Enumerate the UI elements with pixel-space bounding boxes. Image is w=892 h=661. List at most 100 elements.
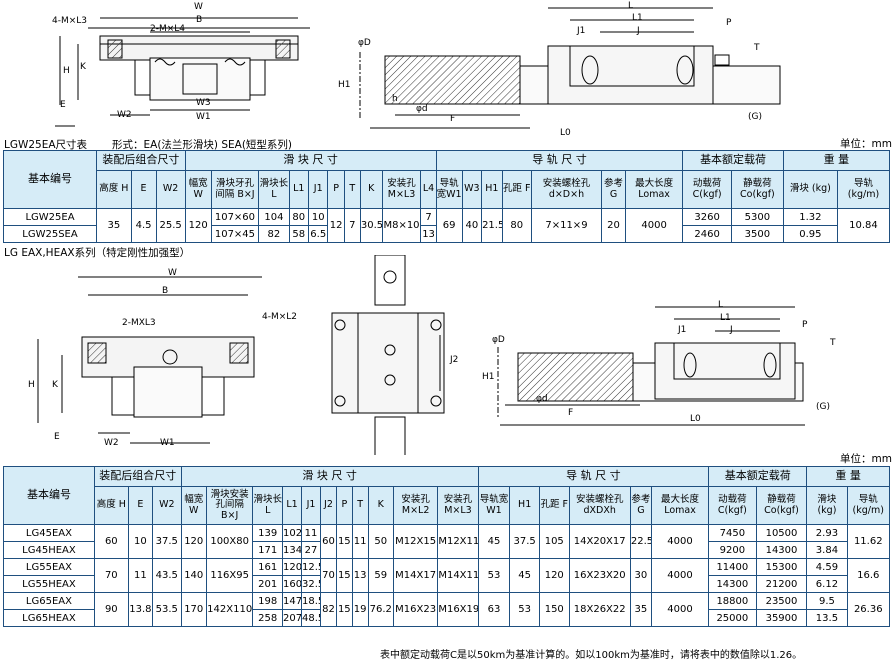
- cell-m: M8×10: [381, 208, 422, 243]
- top-table-unit: 单位：mm: [840, 138, 892, 150]
- cell-w2: 25.5: [155, 208, 186, 243]
- label-l: L: [628, 1, 634, 11]
- bth-j1: J1: [301, 486, 322, 525]
- cell-kg: 2.93: [806, 524, 848, 542]
- cell-t: 13: [351, 558, 369, 593]
- cell-l: 198: [252, 592, 284, 610]
- table-row: LG55EAX701143.5140116X9516112012.5701513…: [3, 558, 891, 593]
- th-w: 幅宽 W: [184, 170, 212, 209]
- cell-c: 18800: [708, 592, 757, 610]
- cell-l1: 80: [288, 208, 310, 226]
- cell-bj: 107×45: [210, 225, 260, 243]
- th-l4: L4: [420, 170, 437, 209]
- cell-model: LG55HEAX: [3, 575, 95, 593]
- cell-ml3: M14X11: [437, 558, 479, 593]
- cell-w: 170: [180, 592, 207, 627]
- label-l0: L0: [560, 128, 571, 138]
- cell-kg: 13.5: [806, 609, 848, 627]
- cell-l: 82: [258, 225, 290, 243]
- bth-c: 动载荷 C(kgf): [708, 486, 757, 525]
- cell-f: 80: [501, 208, 532, 243]
- mid-label-w2: W2: [104, 438, 119, 448]
- cell-kgm: 11.62: [846, 524, 891, 559]
- label-j1: J1: [577, 26, 586, 36]
- label-f: F: [450, 114, 456, 124]
- cell-h1: 37.5: [509, 524, 540, 559]
- bth-ml3: 安装孔 M×L3: [437, 486, 479, 525]
- table-row: LG65EAX9013.853.5170142X11019814718.5821…: [3, 592, 891, 627]
- cell-l1: 160: [282, 575, 303, 593]
- cell-co: 5300: [730, 208, 784, 226]
- cell-h: 35: [96, 208, 132, 243]
- cell-g: 30: [629, 558, 652, 593]
- cell-j1: 6.5: [307, 225, 329, 243]
- bth-w1: 导轨宽W1: [477, 486, 511, 525]
- bth-m: 安装孔 M×L2: [392, 486, 439, 525]
- bth-kgm: 导轨 (kg/m): [846, 486, 891, 525]
- cell-j2: 60: [320, 524, 337, 559]
- cell-f: 105: [538, 524, 570, 559]
- cell-kg: 3.84: [806, 541, 848, 559]
- cell-g: 22.5: [629, 524, 652, 559]
- mid-label-h1: H1: [482, 372, 495, 382]
- cell-kgm: 26.36: [846, 592, 891, 627]
- mid-label-k: K: [52, 380, 58, 390]
- cell-bj: 107×60: [210, 208, 260, 226]
- cell-kg: 0.95: [782, 225, 838, 243]
- cell-h1: 45: [509, 558, 540, 593]
- th-c: 动载荷 C(kgf): [682, 170, 732, 209]
- cell-l: 161: [252, 558, 284, 576]
- th-model: 基本编号: [2, 150, 98, 209]
- th-h1: H1: [481, 170, 503, 209]
- th-j1: J1: [307, 170, 329, 209]
- cell-g: 35: [629, 592, 652, 627]
- cell-lomax: 4000: [650, 524, 710, 559]
- cell-t: 19: [351, 592, 369, 627]
- cell-co: 10500: [755, 524, 808, 542]
- bth-t: T: [351, 486, 369, 525]
- cell-w1: 69: [435, 208, 463, 243]
- cell-c: 3260: [682, 208, 732, 226]
- label-e: E: [60, 100, 66, 110]
- cell-k: 30.5: [359, 208, 383, 243]
- cell-co: 3500: [730, 225, 784, 243]
- label-w: W: [194, 2, 203, 12]
- bth-h: 高度 H: [93, 486, 129, 525]
- label-w2: W2: [117, 110, 132, 120]
- th-k: K: [359, 170, 383, 209]
- mid-label-j1: J1: [678, 325, 687, 335]
- th-rail: 导 轨 尺 寸: [435, 150, 684, 171]
- cell-l1: 102: [282, 524, 303, 542]
- cell-j1: 48.5: [301, 609, 322, 627]
- cell-h1: 21.5: [481, 208, 503, 243]
- bth-l: 滑块长 L: [252, 486, 284, 525]
- bth-j2: J2: [320, 486, 337, 525]
- cell-c: 14300: [708, 575, 757, 593]
- mid-label-w1: W1: [160, 438, 175, 448]
- cell-l1: 147: [282, 592, 303, 610]
- table-row-model: LGW25EA: [2, 208, 98, 226]
- bth-k: K: [367, 486, 394, 525]
- cell-kg: 1.32: [782, 208, 838, 226]
- label-w1: W1: [196, 112, 211, 122]
- bth-model: 基本编号: [3, 466, 95, 525]
- label-h-small: h: [392, 94, 398, 104]
- cell-w2: 37.5: [152, 524, 182, 559]
- cell-c: 9200: [708, 541, 757, 559]
- cell-bj: 142X110: [205, 592, 254, 627]
- mid-label-w: W: [168, 268, 177, 278]
- label-d: φD: [358, 38, 371, 48]
- th-h: 高度 H: [96, 170, 132, 209]
- bth-w2: W2: [152, 486, 182, 525]
- cell-j1: 18.5: [301, 592, 322, 610]
- label-l1: L1: [632, 13, 643, 23]
- cell-model: LG65HEAX: [3, 609, 95, 627]
- cell-c: 25000: [708, 609, 757, 627]
- th-assembly: 装配后组合尺寸: [96, 150, 186, 171]
- cell-f: 120: [538, 558, 570, 593]
- cell-g: 20: [601, 208, 626, 243]
- cell-j1: 12.5: [301, 558, 322, 576]
- label-h1: H1: [338, 80, 351, 90]
